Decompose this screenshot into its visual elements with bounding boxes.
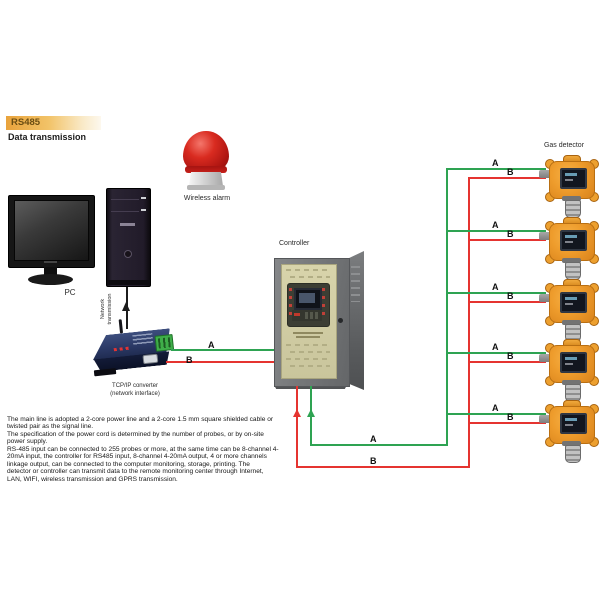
wire-a-label: A bbox=[492, 342, 499, 352]
branch-wire-a bbox=[446, 168, 546, 170]
vent-row bbox=[290, 365, 330, 367]
sensor-collar bbox=[562, 258, 581, 263]
wire-a-label: A bbox=[492, 220, 499, 230]
detector-display bbox=[560, 230, 587, 251]
wire-a-run bbox=[171, 349, 276, 351]
wire-b-label: B bbox=[507, 351, 514, 361]
description-text: The main line is adopted a 2-core power … bbox=[7, 416, 279, 483]
tower-led bbox=[141, 209, 146, 211]
branch-wire-b bbox=[468, 422, 546, 424]
sensor-cylinder bbox=[565, 445, 581, 463]
branch-wire-b bbox=[468, 177, 546, 179]
branch-wire-b bbox=[468, 301, 546, 303]
tower-foot bbox=[107, 280, 150, 285]
cable-gland bbox=[539, 294, 551, 302]
arrow-up-icon bbox=[293, 409, 301, 417]
monitor-base bbox=[28, 274, 73, 285]
vent-row bbox=[286, 358, 330, 360]
wireless-alarm-lip bbox=[185, 166, 227, 173]
converter-label-2: (network interface) bbox=[110, 391, 160, 397]
serial-port bbox=[142, 353, 159, 365]
wire-a-label: A bbox=[492, 158, 499, 168]
branch-wire-b bbox=[468, 361, 546, 363]
wire-a-bottom-run bbox=[310, 444, 448, 446]
sensor-collar bbox=[562, 196, 581, 201]
controller-brand-text bbox=[296, 336, 320, 338]
wireless-alarm-base-ring bbox=[187, 185, 225, 190]
monitor-logo bbox=[44, 261, 57, 263]
detector-display bbox=[560, 413, 587, 434]
sensor-collar bbox=[562, 320, 581, 325]
wire-b-label: B bbox=[186, 355, 193, 365]
power-button-icon bbox=[124, 250, 132, 258]
gas-detector-body bbox=[549, 223, 595, 261]
detector-display bbox=[560, 352, 587, 373]
side-vents bbox=[351, 266, 360, 302]
drive-bay bbox=[111, 211, 139, 212]
tcpip-converter bbox=[90, 319, 181, 381]
converter-print bbox=[132, 333, 154, 346]
gas-detector-label: Gas detector bbox=[543, 142, 585, 149]
sensor-cylinder bbox=[565, 262, 581, 280]
wire-b-label: B bbox=[507, 167, 514, 177]
wire-b-label: B bbox=[507, 229, 514, 239]
vent-row bbox=[290, 351, 330, 353]
wire-b-label: B bbox=[507, 412, 514, 422]
branch-wire-a bbox=[446, 230, 546, 232]
controller-brand-text bbox=[293, 332, 323, 334]
cable-gland bbox=[539, 170, 551, 178]
detector-display bbox=[560, 168, 587, 189]
pc-monitor-screen bbox=[14, 200, 89, 261]
controller-lcd-screen bbox=[299, 293, 315, 303]
wire-b-run bbox=[166, 361, 276, 363]
arrow-up-icon bbox=[307, 409, 315, 417]
vent-row bbox=[286, 269, 330, 271]
indicator-leds-left bbox=[289, 288, 292, 318]
controller-lcd bbox=[294, 288, 322, 310]
controller-label: Controller bbox=[279, 240, 310, 247]
wire-a-label: A bbox=[492, 403, 499, 413]
rs485-banner: RS485 bbox=[6, 116, 101, 130]
pc-label: PC bbox=[64, 288, 76, 297]
wire-a-label: A bbox=[208, 340, 215, 350]
wire-b-label: B bbox=[370, 456, 377, 466]
page-title: Data transmission bbox=[8, 132, 87, 142]
tower-led bbox=[141, 197, 146, 199]
wire-b-label: B bbox=[507, 291, 514, 301]
sensor-cylinder bbox=[565, 200, 581, 218]
wireless-alarm-label: Wireless alarm bbox=[183, 195, 231, 202]
branch-wire-b bbox=[468, 239, 546, 241]
converter-label-1: TCP/IP converter bbox=[112, 383, 158, 389]
cable-gland bbox=[539, 415, 551, 423]
network-transmission-label: Network transmission bbox=[100, 293, 113, 325]
cable-gland bbox=[539, 354, 551, 362]
indicator-leds-right bbox=[322, 288, 325, 318]
branch-wire-a bbox=[446, 292, 546, 294]
wire-b-bottom-run bbox=[296, 466, 470, 468]
mounting-bracket bbox=[93, 368, 117, 377]
branch-wire-a bbox=[446, 413, 546, 415]
wire-a-bus bbox=[446, 168, 448, 446]
wire-a-label: A bbox=[370, 434, 377, 444]
pc-tower bbox=[106, 188, 151, 287]
drive-bay bbox=[111, 199, 139, 200]
branch-wire-a bbox=[446, 352, 546, 354]
tower-logo bbox=[120, 223, 135, 226]
wire-b-drop bbox=[296, 386, 298, 468]
wire-b-bus bbox=[468, 177, 470, 468]
wire-a-label: A bbox=[492, 282, 499, 292]
detector-display bbox=[560, 292, 587, 313]
wireless-alarm-base bbox=[189, 172, 223, 186]
controller-keypad bbox=[292, 310, 322, 321]
monitor-stand bbox=[44, 267, 57, 275]
door-lock-icon bbox=[338, 318, 343, 323]
sensor-collar bbox=[562, 441, 581, 446]
arrow-up-icon bbox=[122, 302, 130, 311]
cable-gland bbox=[539, 232, 551, 240]
sensor-collar bbox=[562, 380, 581, 385]
vent-row bbox=[286, 344, 330, 346]
vent-row bbox=[290, 276, 330, 278]
